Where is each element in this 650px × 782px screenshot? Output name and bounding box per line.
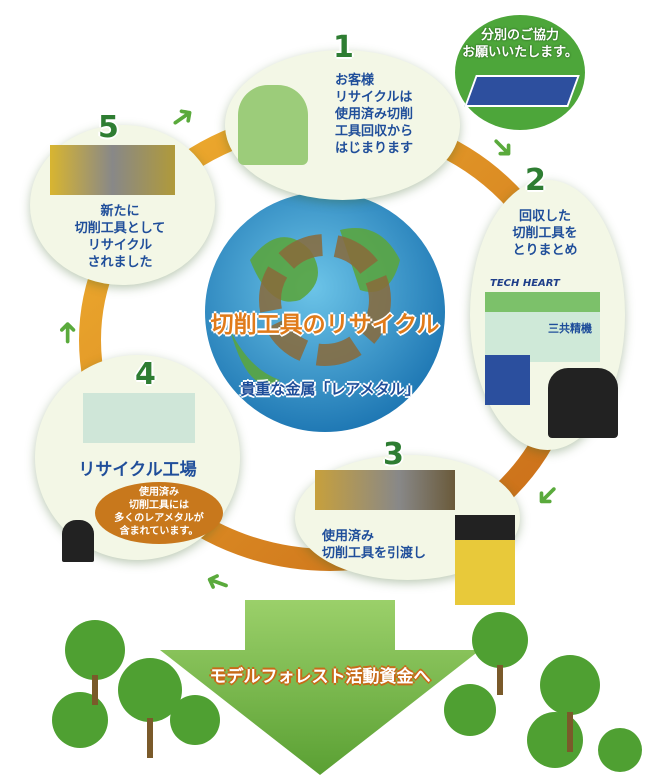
step-text: お客様	[335, 73, 375, 88]
step-text: はじまります	[335, 141, 414, 156]
bottom-banner: モデルフォレスト活動資金へ	[209, 667, 431, 687]
speech-text: 切削工具には	[129, 500, 189, 511]
new-tools-icon	[50, 145, 175, 195]
step-text: されました	[87, 255, 153, 270]
request-line: お願いいたします。	[462, 45, 578, 60]
step-text: 工具回収から	[335, 124, 414, 139]
forest-trees	[52, 612, 642, 772]
delivery-person-icon	[455, 515, 515, 605]
speech-bubble: 使用済み 切削工具には 多くのレアメタルが 含まれています。	[95, 482, 223, 544]
step-number: 2	[525, 163, 546, 198]
step-text: 切削工具を	[512, 226, 578, 241]
step-text: 切削工具を引渡し	[322, 546, 427, 561]
factory-title: リサイクル工場	[78, 460, 197, 480]
staff-people-icon	[548, 368, 618, 438]
staff-woman-icon	[62, 520, 94, 562]
step-text: 使用済み	[322, 529, 375, 544]
step-text: 回収した	[518, 209, 571, 224]
step-text: とりまとめ	[512, 243, 578, 258]
step-number: 4	[135, 357, 156, 392]
tool-boxes-icon	[485, 355, 530, 405]
step-number: 1	[333, 30, 354, 65]
used-tools-icon	[315, 470, 455, 510]
speech-text: 多くのレアメタルが	[114, 513, 204, 524]
company-logo: TECH HEART	[490, 278, 560, 289]
request-line: 分別のご協力	[480, 28, 559, 43]
step-text: 使用済み切削	[335, 107, 414, 122]
step-text: リサイクルは	[335, 90, 413, 105]
request-bubble: 分別のご協力 お願いいたします。	[455, 15, 585, 130]
speech-text: 含まれています。	[119, 526, 199, 537]
step-text: 新たに	[100, 204, 140, 219]
down-arrow-icon	[160, 600, 480, 775]
main-title: 切削工具のリサイクル	[210, 312, 440, 338]
company-name: 三共精機	[548, 322, 592, 335]
arrow-icon: ➜	[50, 319, 86, 346]
speech-text: 使用済み	[139, 487, 179, 498]
step-text: リサイクル	[87, 238, 153, 253]
step-text: 切削工具として	[74, 221, 166, 236]
step-number: 5	[98, 110, 119, 145]
factory-building-icon: 三共精機	[485, 292, 600, 362]
collection-tray-icon	[464, 75, 580, 107]
handover-people-icon	[238, 85, 308, 165]
step-number: 3	[383, 437, 404, 472]
subtitle: 貴重な金属「レアメタル」	[240, 380, 420, 398]
recycling-factory-icon	[83, 393, 195, 443]
